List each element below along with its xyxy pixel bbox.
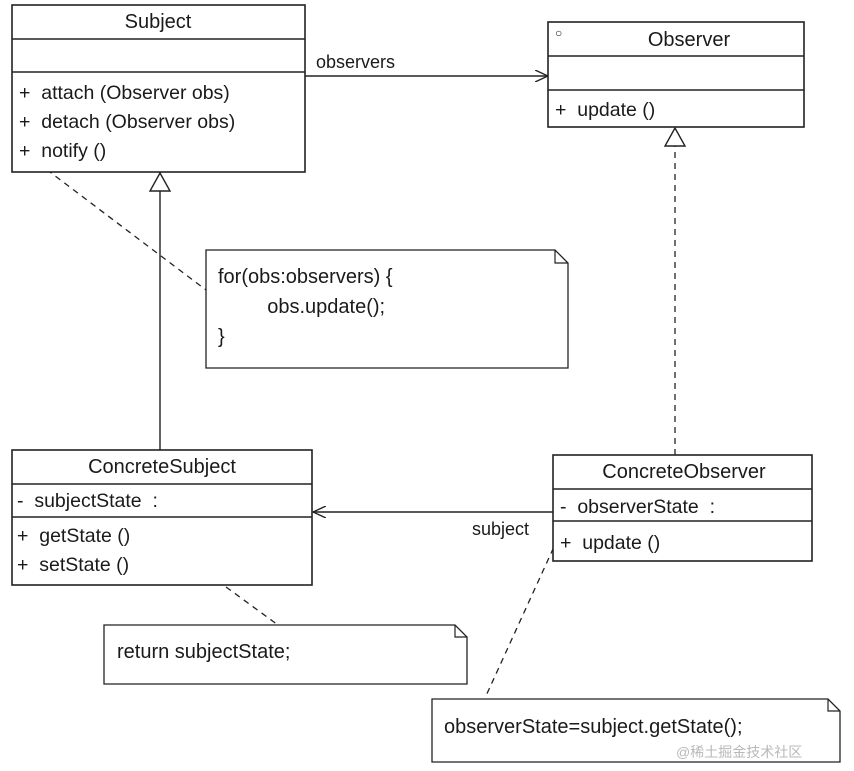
- generalization-arrowhead: [148, 171, 172, 192]
- observer-interface: ○ Observer + update (): [547, 21, 805, 128]
- notify-note-line-1: for(obs:observers) {: [218, 266, 393, 288]
- subject-method-detach: + detach (Observer obs): [19, 111, 235, 133]
- subject-method-attach: + attach (Observer obs): [19, 82, 230, 104]
- observers-role-label: observers: [316, 52, 395, 72]
- interface-lollipop-icon: ○: [555, 26, 562, 40]
- notify-note: for(obs:observers) { obs.update(); }: [205, 249, 569, 369]
- observer-method-update: + update (): [555, 99, 655, 121]
- subject-role-label: subject: [472, 519, 529, 539]
- concrete-observer-class: ConcreteObserver - observerState : + upd…: [552, 454, 813, 562]
- concrete-subject-class: ConcreteSubject - subjectState : + getSt…: [11, 449, 313, 586]
- concrete-observer-method-update: + update (): [560, 532, 660, 554]
- subject-method-notify: + notify (): [19, 140, 106, 162]
- concrete-observer-class-name: ConcreteObserver: [602, 461, 766, 483]
- concrete-observer-attr-state: - observerState :: [560, 496, 715, 518]
- getstate-note-text: return subjectState;: [117, 641, 290, 663]
- observer-class-name: Observer: [648, 29, 731, 51]
- concrete-subject-class-name: ConcreteSubject: [88, 456, 236, 478]
- subject-class: Subject + attach (Observer obs) + detach…: [11, 4, 306, 173]
- realization-arrowhead: [663, 126, 687, 147]
- notify-note-line-2: obs.update();: [245, 296, 385, 318]
- concrete-subject-method-getstate: + getState (): [17, 525, 130, 547]
- watermark-text: @稀土掘金技术社区: [676, 744, 802, 760]
- getstate-note: return subjectState;: [103, 624, 468, 685]
- subject-class-name: Subject: [125, 11, 192, 33]
- concrete-subject-method-setstate: + setState (): [17, 554, 129, 576]
- update-note-connector: [484, 537, 559, 699]
- notify-note-line-3: }: [218, 326, 225, 348]
- concrete-subject-attr-state: - subjectState :: [17, 490, 158, 512]
- update-note-text: observerState=subject.getState();: [444, 716, 743, 738]
- update-note: observerState=subject.getState();: [431, 698, 841, 763]
- notify-note-connector: [37, 162, 207, 291]
